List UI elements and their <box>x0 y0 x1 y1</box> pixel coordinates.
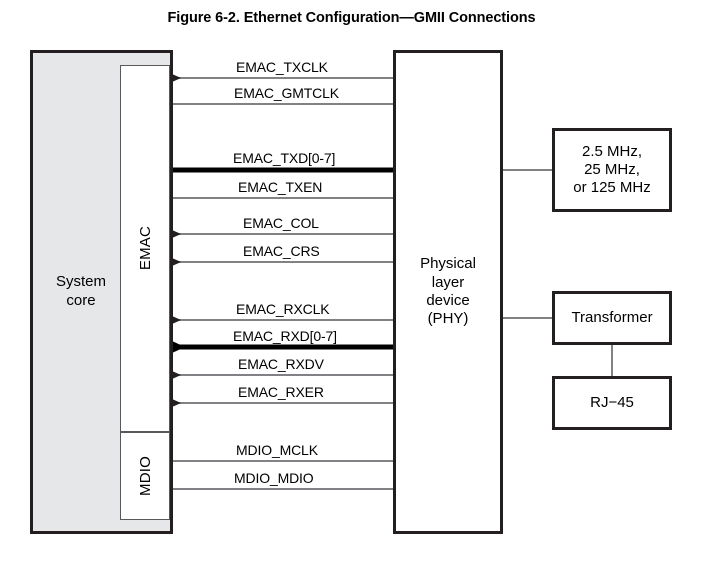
figure-title: Figure 6-2. Ethernet Configuration—GMII … <box>167 10 536 26</box>
clock-label-line1: 2.5 MHz, <box>581 142 642 160</box>
clock-label: 2.5 MHz, 25 MHz, or 125 MHz <box>573 143 651 198</box>
mdio-block: MDIO <box>120 432 170 520</box>
phy-label-line2: layer <box>431 273 465 291</box>
rj45-block: RJ−45 <box>552 376 672 430</box>
emac-block: EMAC <box>120 65 170 432</box>
phy-label: Physical layer device (PHY) <box>416 255 480 328</box>
system-core-label-line1: System <box>55 273 106 291</box>
phy-block: Physical layer device (PHY) <box>393 50 503 534</box>
signal-label-emac-gmtclk: EMAC_GMTCLK <box>234 85 339 101</box>
clock-label-line2: 25 MHz, <box>584 160 640 178</box>
system-core-label: System core <box>39 273 123 311</box>
mdio-label: MDIO <box>136 456 154 496</box>
clock-frequency-block: 2.5 MHz, 25 MHz, or 125 MHz <box>552 128 672 212</box>
signal-label-emac-col: EMAC_COL <box>243 215 319 231</box>
signal-label-mdio-mdio: MDIO_MDIO <box>234 470 314 486</box>
signal-label-emac-txen: EMAC_TXEN <box>238 179 323 195</box>
rj45-label: RJ−45 <box>590 393 634 411</box>
signal-label-emac-rxclk: EMAC_RXCLK <box>236 301 330 317</box>
signal-label-emac-crs: EMAC_CRS <box>243 243 320 259</box>
clock-label-line3: or 125 MHz <box>573 179 651 197</box>
transformer-block: Transformer <box>552 291 672 345</box>
emac-label: EMAC <box>136 226 154 271</box>
signal-label-emac-rxdv: EMAC_RXDV <box>238 356 324 372</box>
phy-label-line1: Physical <box>420 255 476 273</box>
signal-label-mdio-mclk: MDIO_MCLK <box>236 442 318 458</box>
signal-label-emac-rxer: EMAC_RXER <box>238 384 324 400</box>
signal-label-emac-txclk: EMAC_TXCLK <box>236 59 328 75</box>
signal-label-emac-txd: EMAC_TXD[0-7] <box>233 150 336 166</box>
signal-label-emac-rxd: EMAC_RXD[0-7] <box>233 328 337 344</box>
system-core-label-line2: core <box>66 292 96 309</box>
phy-label-line3: device <box>426 292 470 309</box>
phy-label-line4: (PHY) <box>427 310 469 328</box>
transformer-label: Transformer <box>571 308 653 326</box>
